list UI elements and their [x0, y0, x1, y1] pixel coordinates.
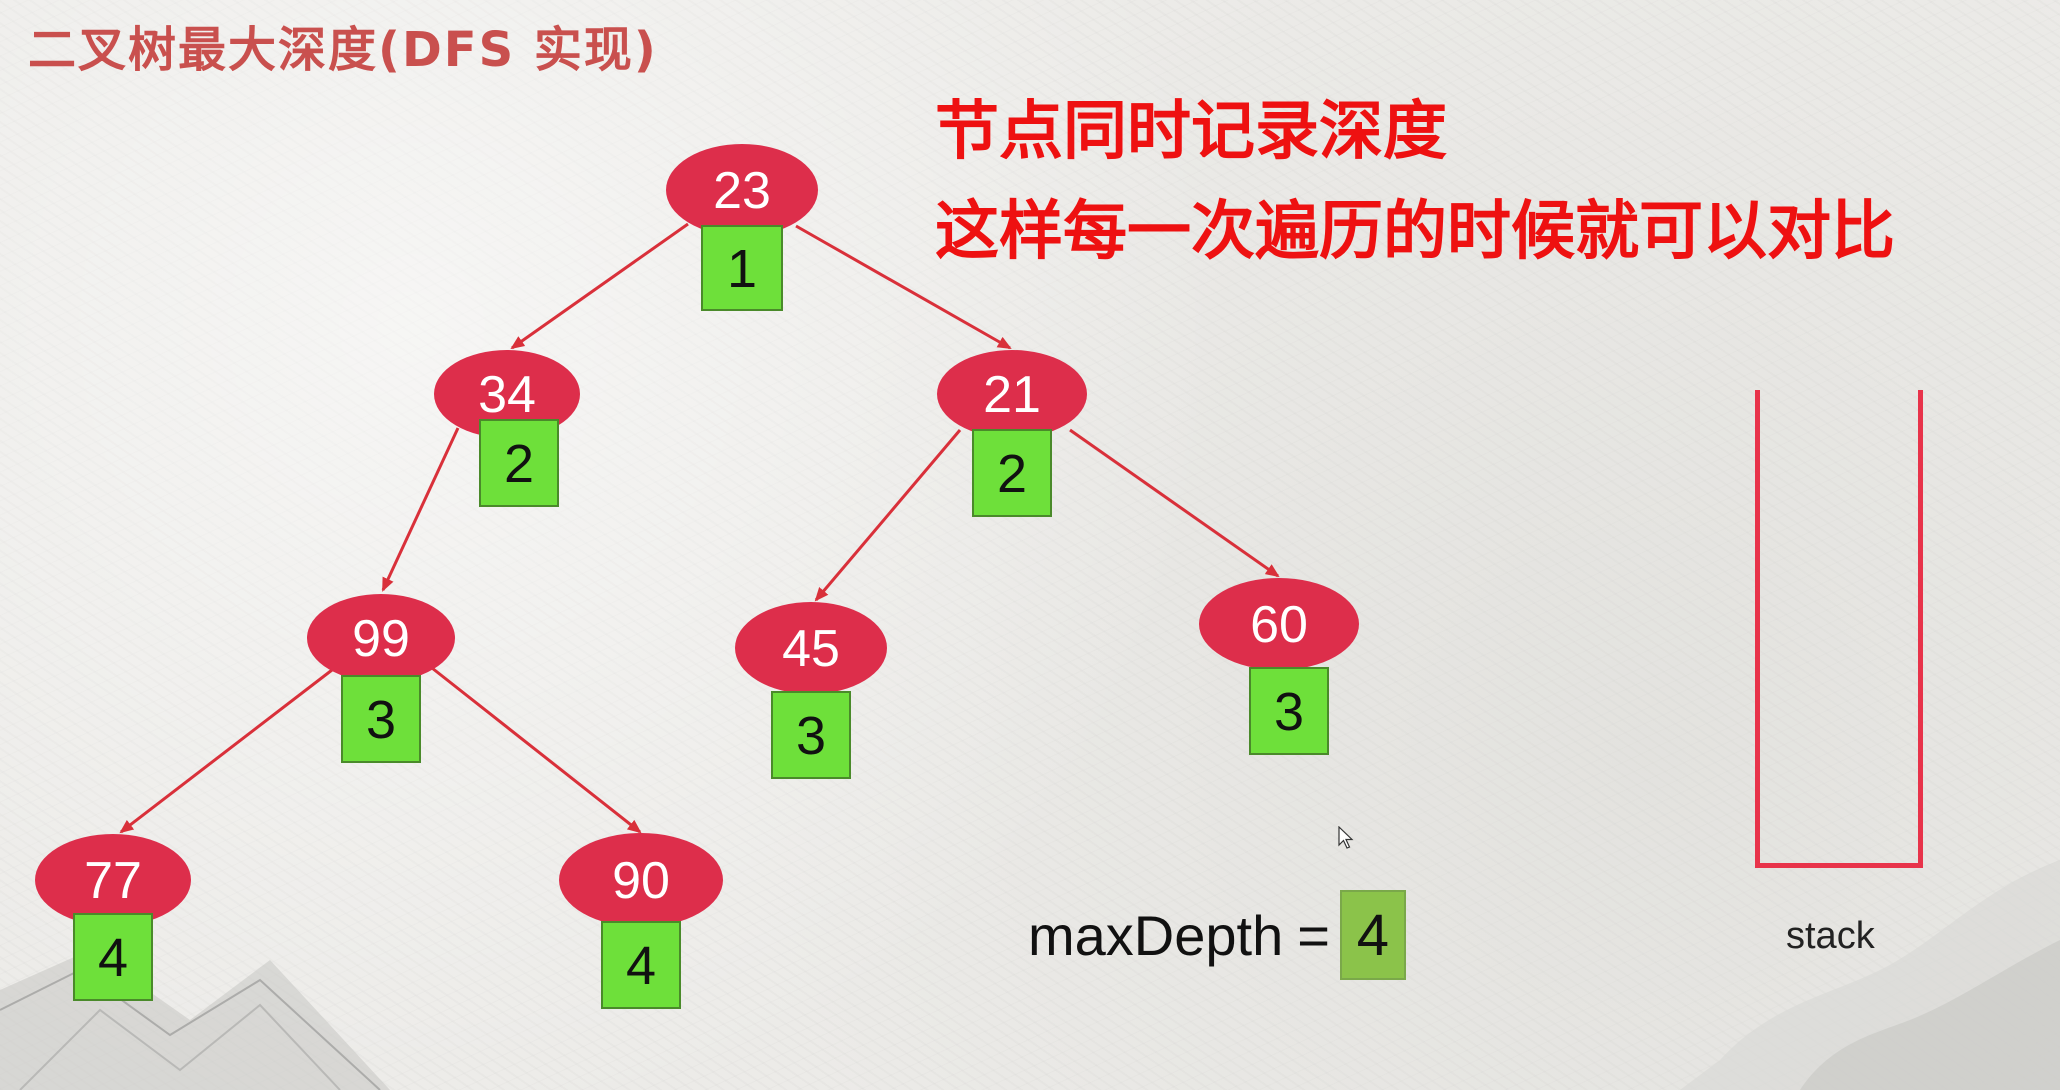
tree-node-45: 453 — [735, 602, 887, 779]
depth-box — [479, 419, 559, 507]
node-value-label: 99 — [352, 610, 410, 668]
node-depth-label: 4 — [98, 928, 128, 988]
edge-n99-n77 — [119, 668, 333, 834]
max-depth-label: maxDepth — [1028, 903, 1284, 967]
edge-n23-n34 — [510, 222, 689, 350]
max-depth-equals: = — [1297, 903, 1330, 967]
mouse-cursor-icon — [1338, 826, 1354, 849]
depth-box — [972, 429, 1052, 517]
ink-wash-decoration — [1680, 860, 2060, 1090]
node-ellipse — [559, 833, 723, 927]
node-ellipse — [1199, 578, 1359, 670]
depth-box — [601, 921, 681, 1009]
node-depth-label: 3 — [366, 690, 396, 750]
node-value-label: 90 — [612, 852, 670, 910]
node-ellipse — [307, 594, 455, 682]
depth-box — [73, 913, 153, 1001]
node-ellipse — [35, 834, 191, 926]
annotation-line-1: 节点同时记录深度 — [935, 95, 1447, 169]
tree-node-90: 904 — [559, 833, 723, 1009]
node-depth-label: 3 — [1274, 682, 1304, 742]
slide-title: 二叉树最大深度(DFS 实现) — [28, 22, 658, 78]
edge-n21-n45 — [814, 429, 962, 602]
node-ellipse — [434, 350, 580, 438]
node-depth-label: 1 — [727, 239, 757, 299]
tree-node-60: 603 — [1199, 578, 1359, 755]
edge-n99-n90 — [431, 666, 642, 834]
depth-box — [701, 225, 783, 311]
node-value-label: 60 — [1250, 596, 1308, 654]
tree-node-99: 993 — [307, 594, 455, 763]
node-value-label: 45 — [782, 620, 840, 678]
node-value-label: 23 — [713, 162, 771, 220]
node-ellipse — [666, 144, 818, 236]
tree-node-21: 212 — [937, 350, 1087, 517]
node-depth-label: 2 — [504, 434, 534, 494]
stack-container — [1755, 390, 1923, 868]
node-ellipse — [735, 602, 887, 694]
depth-box — [341, 675, 421, 763]
depth-box — [1249, 667, 1329, 755]
edge-n21-n60 — [1069, 428, 1280, 578]
tree-node-77: 774 — [35, 834, 191, 1001]
max-depth-readout: maxDepth = 4 — [1028, 890, 1406, 980]
node-value-label: 77 — [84, 852, 142, 910]
node-depth-label: 3 — [796, 706, 826, 766]
node-value-label: 34 — [478, 366, 536, 424]
node-ellipse — [937, 350, 1087, 438]
max-depth-value: 4 — [1339, 890, 1406, 980]
depth-box — [771, 691, 851, 779]
edge-n23-n21 — [795, 224, 1012, 350]
node-value-label: 21 — [983, 366, 1041, 424]
tree-node-23: 231 — [666, 144, 818, 311]
annotation-line-2: 这样每一次遍历的时候就可以对比 — [935, 195, 1895, 269]
node-depth-label: 4 — [626, 936, 656, 996]
tree-node-34: 342 — [434, 350, 580, 507]
node-depth-label: 2 — [997, 444, 1027, 504]
stack-label: stack — [1786, 915, 1875, 957]
edge-n34-n99 — [381, 427, 460, 592]
